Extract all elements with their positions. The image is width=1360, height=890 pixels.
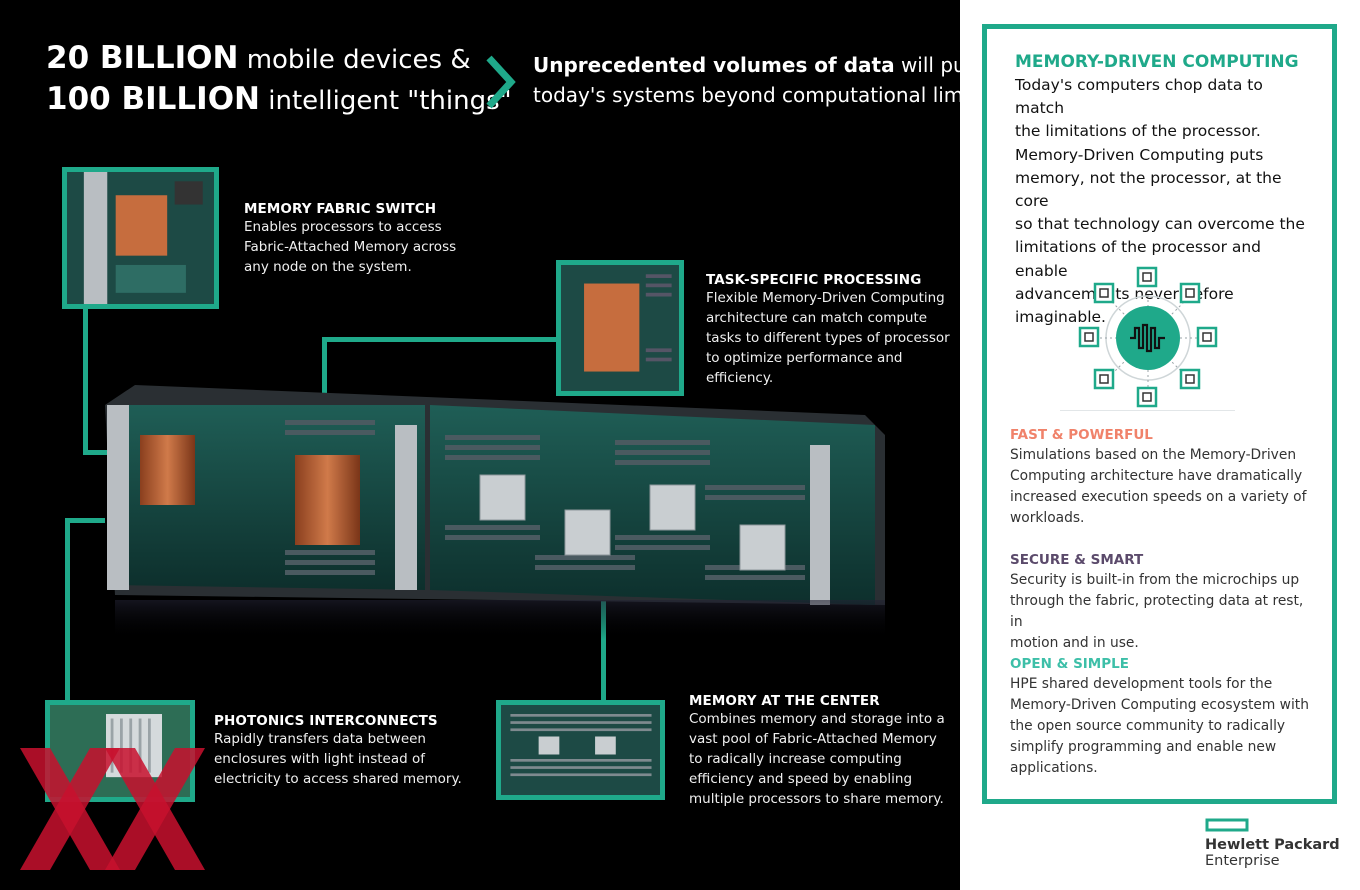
subheadline-bold: Unprecedented volumes of data — [533, 53, 895, 77]
section-line: simplify programming and enable new — [1010, 739, 1277, 755]
section-line: HPE shared development tools for the — [1010, 676, 1273, 692]
headline-line-1: 20 BILLION mobile devices & — [46, 40, 471, 76]
section-line: through the fabric, protecting data at r… — [1010, 593, 1304, 630]
intro-line: limitations of the processor and enable — [1015, 238, 1262, 280]
callout-line: efficiency and speed by enabling — [689, 771, 913, 787]
section-line: increased execution speeds on a variety … — [1010, 489, 1307, 505]
headline-line-2: 100 BILLION intelligent "things" — [46, 81, 512, 117]
section-line: Computing architecture have dramatically — [1010, 468, 1303, 484]
hpe-logo-name: Hewlett Packard — [1205, 837, 1340, 853]
section-line: Simulations based on the Memory-Driven — [1010, 447, 1297, 463]
callout-title: TASK-SPECIFIC PROCESSING — [706, 272, 922, 288]
intro-line: imaginable. — [1015, 308, 1106, 327]
section-title-secure-smart: SECURE & SMART — [1010, 552, 1144, 568]
headline-1-rest: mobile devices & — [238, 45, 471, 75]
callout-line: Enables processors to access — [244, 219, 442, 235]
section-line: the open source community to radically — [1010, 718, 1286, 734]
section-line: workloads. — [1010, 510, 1085, 526]
intro-line: so that technology can overcome the — [1015, 215, 1305, 234]
xx-watermark-logo — [20, 748, 205, 870]
callout-memory-fabric-switch: MEMORY FABRIC SWITCH Enables processors … — [244, 201, 456, 277]
section-line: motion and in use. — [1010, 635, 1139, 651]
callout-line: Rapidly transfers data between — [214, 731, 426, 747]
chip-node-icon — [1136, 266, 1158, 288]
chip-node-icon — [1093, 282, 1115, 304]
memory-at-the-center-photo — [496, 700, 665, 800]
subheadline-1: Unprecedented volumes of data will push — [533, 53, 960, 77]
callout-line: to radically increase computing — [689, 751, 902, 767]
callout-line: tasks to different types of processor — [706, 330, 950, 346]
subheadline-2: today's systems beyond computational lim… — [533, 83, 960, 107]
section-title-open-simple: OPEN & SIMPLE — [1010, 656, 1129, 672]
chip-node-icon — [1136, 386, 1158, 408]
headline-2-bold: 100 BILLION — [46, 81, 261, 117]
callout-line: enclosures with light instead of — [214, 751, 425, 767]
section-text-secure-smart: Security is built-in from the microchips… — [1010, 570, 1310, 654]
callout-text: Flexible Memory-Driven Computing archite… — [706, 288, 950, 388]
callout-title: MEMORY FABRIC SWITCH — [244, 201, 437, 217]
task-specific-processing-photo — [556, 260, 684, 396]
intro-line: memory, not the processor, at the core — [1015, 168, 1282, 211]
callout-line: to optimize performance and — [706, 350, 903, 366]
section-line: Security is built-in from the microchips… — [1010, 572, 1300, 588]
callout-line: architecture can match compute — [706, 310, 928, 326]
connector-line — [65, 518, 70, 708]
hpe-logo-icon — [1205, 818, 1249, 832]
callout-line: electricity to access shared memory. — [214, 771, 462, 787]
chevron-right-icon — [486, 55, 516, 109]
callout-line: Combines memory and storage into a — [689, 711, 945, 727]
info-panel-border — [982, 24, 1337, 804]
section-line: applications. — [1010, 760, 1098, 776]
callout-line: efficiency. — [706, 370, 774, 386]
memory-centric-diagram — [1078, 266, 1218, 408]
callout-text: Enables processors to access Fabric-Atta… — [244, 217, 456, 277]
section-title-fast-powerful: FAST & POWERFUL — [1010, 427, 1153, 443]
callout-line: Fabric-Attached Memory across — [244, 239, 457, 255]
chip-node-icon — [1179, 368, 1201, 390]
intro-line: Memory-Driven Computing puts — [1015, 145, 1264, 164]
connector-line — [601, 588, 606, 703]
callout-text: Rapidly transfers data between enclosure… — [214, 729, 462, 789]
callout-text: Combines memory and storage into a vast … — [689, 709, 945, 809]
callout-line: multiple processors to share memory. — [689, 791, 944, 807]
intro-line: advancements never before — [1015, 284, 1234, 303]
callout-task-specific-processing: TASK-SPECIFIC PROCESSING Flexible Memory… — [706, 272, 950, 388]
info-panel — [960, 0, 1360, 890]
chip-node-icon — [1093, 368, 1115, 390]
callout-memory-at-the-center: MEMORY AT THE CENTER Combines memory and… — [689, 693, 945, 809]
server-blade-image — [105, 385, 885, 640]
callout-title: PHOTONICS INTERCONNECTS — [214, 713, 438, 729]
callout-title: MEMORY AT THE CENTER — [689, 693, 880, 709]
section-text-fast-powerful: Simulations based on the Memory-Driven C… — [1010, 445, 1310, 529]
section-line: Memory-Driven Computing ecosystem with — [1010, 697, 1309, 713]
intro-line: the limitations of the processor. — [1015, 122, 1261, 141]
hero-panel: 20 BILLION mobile devices & 100 BILLION … — [0, 0, 960, 890]
section-text-open-simple: HPE shared development tools for the Mem… — [1010, 674, 1310, 779]
memory-fabric-switch-photo — [62, 167, 219, 309]
chip-node-icon — [1179, 282, 1201, 304]
chip-node-icon — [1196, 326, 1218, 348]
callout-line: any node on the system. — [244, 259, 412, 275]
headline-2-rest: intelligent "things" — [260, 86, 512, 116]
callout-photonics-interconnects: PHOTONICS INTERCONNECTS Rapidly transfer… — [214, 713, 462, 789]
chip-node-icon — [1078, 326, 1100, 348]
subheadline-rest: will push — [900, 53, 960, 77]
connector-line — [65, 518, 105, 523]
intro-line: Today's computers chop data to match — [1015, 76, 1263, 118]
hpe-logo-sub: Enterprise — [1205, 853, 1280, 869]
connector-line — [322, 337, 562, 342]
divider — [1060, 410, 1235, 411]
panel-intro: Today's computers chop data to match the… — [1015, 74, 1315, 329]
connector-line — [83, 300, 88, 455]
headline-1-bold: 20 BILLION — [46, 40, 239, 76]
panel-title: MEMORY-DRIVEN COMPUTING — [1015, 52, 1299, 72]
callout-line: vast pool of Fabric-Attached Memory — [689, 731, 937, 747]
callout-line: Flexible Memory-Driven Computing — [706, 290, 945, 306]
